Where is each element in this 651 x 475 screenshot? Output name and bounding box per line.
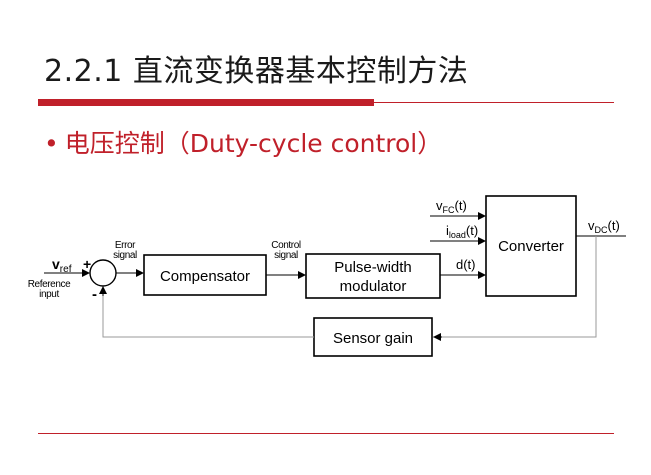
- error-signal-label-line2: signal: [113, 250, 137, 261]
- converter-block: [485, 195, 577, 297]
- control-signal-label-line2: signal: [274, 250, 298, 261]
- iload-label: iload(t): [446, 223, 478, 240]
- converter-label: Converter: [498, 238, 564, 255]
- bullet-item: •电压控制（Duty-cycle control）: [44, 124, 442, 160]
- vdc-label: vDC(t): [588, 218, 620, 235]
- error-signal-label-line1: Error: [115, 240, 136, 251]
- compensator-label: Compensator: [160, 268, 250, 285]
- footer-divider: [38, 433, 614, 434]
- feedback-path-to-junction: [102, 287, 314, 338]
- duty-label: d(t): [456, 257, 476, 272]
- compensator-block: [143, 254, 267, 296]
- reference-input-label-line2: input: [39, 289, 59, 300]
- pwm-label-line2: modulator: [340, 278, 407, 295]
- bullet-text-cn: 电压控制（: [64, 129, 190, 158]
- sensor-gain-label: Sensor gain: [333, 330, 413, 347]
- feedback-path-to-sensor: [433, 236, 597, 338]
- bullet-text-en: Duty-cycle control: [189, 129, 418, 158]
- pwm-label-line1: Pulse-width: [334, 259, 412, 276]
- reference-input-label-line1: Reference: [28, 279, 71, 290]
- vref-label: vref: [52, 256, 72, 275]
- pwm-block: [305, 253, 441, 299]
- minus-sign: -: [92, 286, 97, 303]
- bullet-text-close: ）: [417, 129, 443, 158]
- slide-title: 2.2.1 直流变换器基本控制方法: [44, 54, 469, 89]
- vfc-label: vFC(t): [436, 198, 467, 215]
- summing-junction: [89, 259, 117, 287]
- plus-sign: +: [83, 256, 91, 272]
- title-underline-thin: [374, 102, 614, 103]
- title-underline-accent: [38, 99, 374, 106]
- bullet-dot-icon: •: [44, 129, 59, 158]
- control-signal-label-line1: Control: [271, 240, 301, 251]
